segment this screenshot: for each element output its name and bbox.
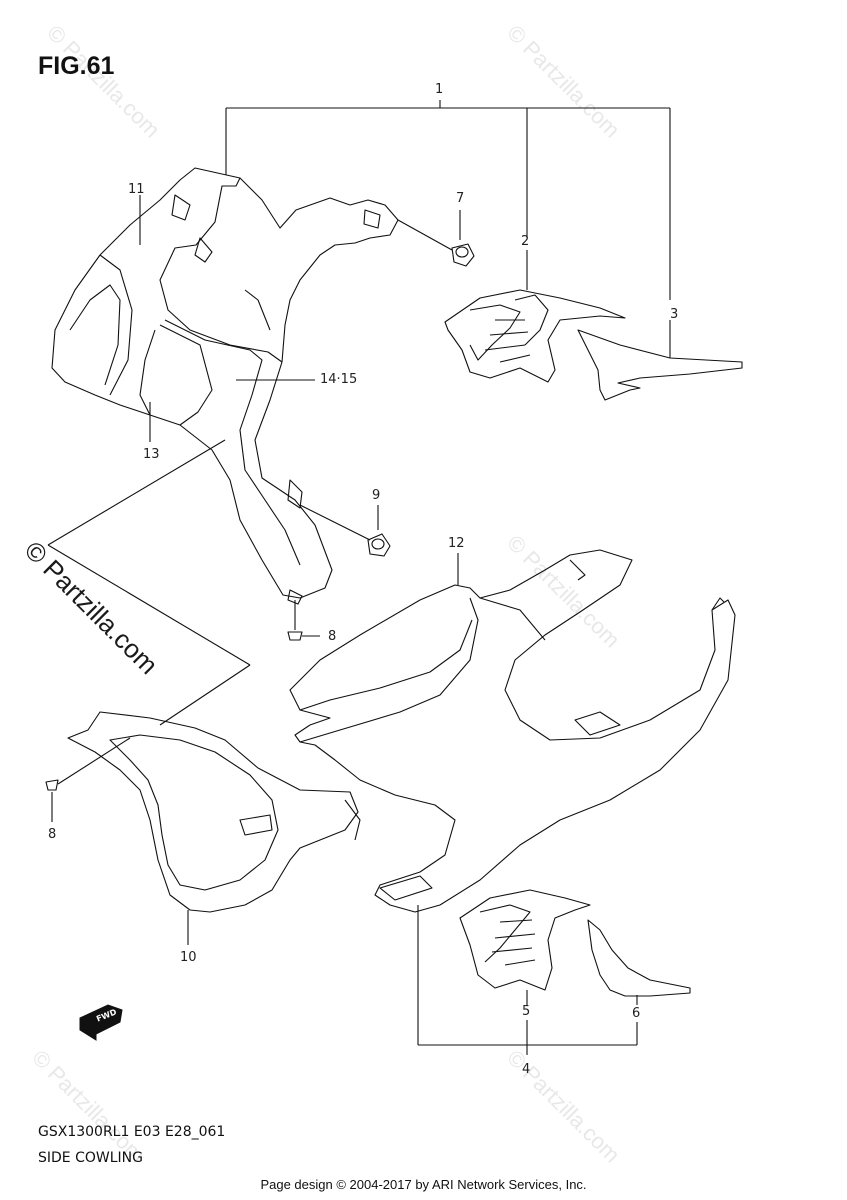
callout-9: 9 xyxy=(372,488,381,503)
assembly-bracket-1 xyxy=(225,100,671,300)
callout-11: 11 xyxy=(128,182,145,197)
emblem-decal-part-2 xyxy=(444,250,626,383)
inner-cowling-frame-part xyxy=(51,167,399,605)
callout-leader-lines xyxy=(139,195,461,530)
footer-copyright: Page design © 2004-2017 by ARI Network S… xyxy=(260,1177,587,1192)
leader-lines-part-10 xyxy=(47,439,251,726)
figure-title: FIG.61 xyxy=(38,52,115,80)
outer-side-cowling-part-12 xyxy=(289,549,736,913)
emblem-decal-part-5 xyxy=(459,889,591,1005)
callout-7: 7 xyxy=(456,191,465,206)
grommet-part-9 xyxy=(299,504,391,557)
callout-14-15: 14·15 xyxy=(320,372,358,387)
assembly-bracket-4 xyxy=(417,905,638,1055)
part-name-caption: SIDE COWLING xyxy=(38,1150,143,1166)
callout-2: 2 xyxy=(521,234,530,249)
stripe-decal-part-6 xyxy=(587,919,691,1005)
forward-direction-arrow xyxy=(79,1004,123,1041)
callout-4: 4 xyxy=(522,1062,531,1077)
callout-13: 13 xyxy=(143,447,160,462)
screw-part-8-upper xyxy=(287,600,320,641)
stripe-decal-part-3 xyxy=(577,320,743,401)
callout-8-upper: 8 xyxy=(328,629,337,644)
callout-6: 6 xyxy=(632,1006,641,1021)
model-code-caption: GSX1300RL1 E03 E28_061 xyxy=(38,1124,226,1140)
inner-cover-part-10 xyxy=(67,711,361,945)
callout-5: 5 xyxy=(522,1004,531,1019)
screw-part-8-lower xyxy=(45,737,131,822)
callout-12: 12 xyxy=(448,536,465,551)
callout-3: 3 xyxy=(670,307,679,322)
callout-8-lower: 8 xyxy=(48,827,57,842)
grommet-part-7 xyxy=(397,219,475,267)
callout-10: 10 xyxy=(180,950,197,965)
callout-1: 1 xyxy=(435,82,444,97)
